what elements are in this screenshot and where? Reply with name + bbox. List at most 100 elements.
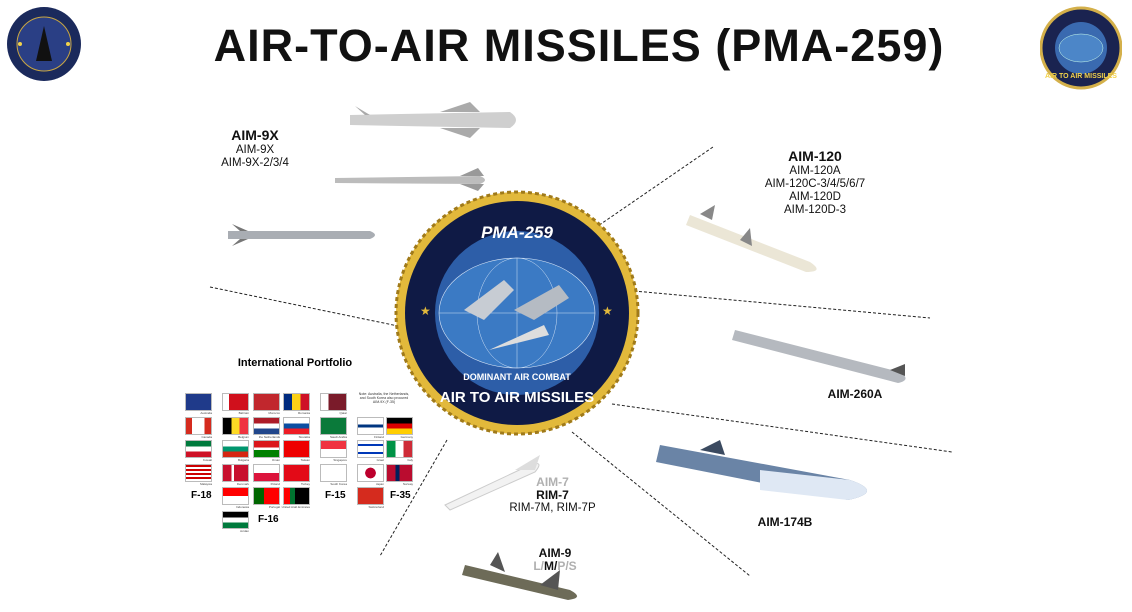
star-icon: ★ (420, 304, 431, 318)
flag-finland (357, 417, 384, 435)
flag-denmark (222, 464, 249, 482)
portfolio-heading: International Portfolio (237, 357, 353, 369)
aim9-label: AIM-9 L/M/P/S (515, 547, 595, 573)
flag-switzerland (357, 487, 384, 505)
flag-label: Italy (407, 458, 413, 462)
flag-morocco (253, 393, 280, 411)
flag-norway (386, 464, 413, 482)
aim9-heading: AIM-9 (538, 546, 572, 560)
flag-south-korea (320, 464, 347, 482)
aim9x-label: AIM-9X AIM-9X AIM-9X-2/3/4 (205, 127, 305, 170)
flag-label: Norway (402, 482, 413, 486)
platform-f35: F-35 (390, 490, 411, 501)
aim260-missile (732, 330, 906, 383)
flag-label: Turkey (300, 482, 310, 486)
aim174-label: AIM-174B (757, 515, 813, 529)
aim120-label: AIM-120 AIM-120A AIM-120C-3/4/5/6/7 AIM-… (755, 148, 875, 217)
flag-turkey (283, 464, 310, 482)
platform-f15: F-15 (325, 490, 346, 501)
flag-label: Australia (200, 411, 212, 415)
flag-label: Morocco (268, 411, 280, 415)
pma259-emblem: PMA-259 DOMINANT AIR COMBAT AIR TO AIR M… (394, 190, 640, 436)
aim9x-heading: AIM-9X (231, 127, 279, 143)
flag-singapore (320, 440, 347, 458)
flag-label: Japan (375, 482, 384, 486)
aim9x-variant: AIM-9X (235, 144, 275, 156)
aim7-grey-heading: AIM-7 (536, 475, 569, 489)
flag-japan (357, 464, 384, 482)
flag-label: South Korea (330, 482, 347, 486)
flag-label: Qatar (339, 411, 347, 415)
aim120-variant: AIM-120C-3/4/5/6/7 (764, 178, 866, 190)
aim9x-variant: AIM-9X-2/3/4 (221, 157, 289, 169)
flag-jordan (222, 511, 249, 529)
flag-label: Bahrain (238, 411, 249, 415)
flag-label: Taiwan (300, 458, 310, 462)
flag-canada (185, 417, 212, 435)
flag-label: Slovakia (298, 435, 310, 439)
flag-label: Saudi Arabia (329, 435, 347, 439)
flag-label: Denmark (236, 482, 249, 486)
platform-f18: F-18 (191, 490, 212, 501)
flag-label: Switzerland (368, 505, 384, 509)
flag-romania (283, 393, 310, 411)
aim9-variant-ps: P/S (557, 559, 577, 573)
aim120-variant: AIM-120D (789, 191, 841, 203)
flag-belgium (222, 417, 249, 435)
flag-label: Israel (376, 458, 384, 462)
flag-indonesia (222, 487, 249, 505)
flag-germany (386, 417, 413, 435)
aim174-missile (656, 440, 868, 500)
flag-label: Canada (201, 435, 212, 439)
star-icon: ★ (602, 304, 613, 318)
rim7-missile (444, 455, 540, 511)
aim9x-missile-1 (350, 102, 516, 138)
page-title: AIR-TO-AIR MISSILES (PMA-259) (213, 20, 945, 71)
flag-label: Portugal (268, 505, 280, 509)
flag-label: Oman (271, 458, 280, 462)
flag-label: Poland (270, 482, 280, 486)
aim9x-missile-3 (228, 224, 375, 246)
flag-label: Indonesia (235, 505, 249, 509)
aim120-missile (686, 205, 817, 272)
rim7-label: AIM-7 RIM-7 RIM-7M, RIM-7P (500, 476, 605, 515)
flag-kuwait (185, 440, 212, 458)
peo-seal-logo (7, 7, 81, 81)
flag-italy (386, 440, 413, 458)
flag-australia (185, 393, 212, 411)
platform-f16: F-16 (258, 514, 279, 525)
flag-label: Jordan (239, 529, 249, 533)
flag-poland (253, 464, 280, 482)
flag-label: the Netherlands (258, 435, 280, 439)
flag-label: Malaysia (200, 482, 212, 486)
flag-united-arab-emirates (283, 487, 310, 505)
flag-label: Romania (297, 411, 310, 415)
flag-label: Belgium (238, 435, 249, 439)
aim120-variant: AIM-120A (789, 165, 841, 177)
flag-label: Singapore (333, 458, 347, 462)
aim120-variant: AIM-120D-3 (784, 204, 846, 216)
flag-label: Bulgaria (237, 458, 249, 462)
flag-taiwan (283, 440, 310, 458)
flag-saudi-arabia (320, 417, 347, 435)
emblem-bottom-text: AIR TO AIR MISSILES (440, 389, 594, 406)
rim7-variant: RIM-7M, RIM-7P (509, 502, 596, 514)
flag-portugal (253, 487, 280, 505)
flag-malaysia (185, 464, 212, 482)
aim260-label: AIM-260A (827, 387, 883, 401)
flag-oman (253, 440, 280, 458)
emblem-top-text: PMA-259 (481, 223, 553, 242)
pma259-logo: AIR TO AIR MISSILES (1040, 6, 1122, 90)
portfolio-note: Note: Australia, the Netherlands, and So… (358, 392, 410, 404)
flag-bulgaria (222, 440, 249, 458)
flag-label: Kuwait (202, 458, 212, 462)
flag-label: United Arab Emirates (281, 505, 310, 509)
flag-israel (357, 440, 384, 458)
flag-slovakia (283, 417, 310, 435)
flag-qatar (320, 393, 347, 411)
aim9-variant-l: L/ (533, 559, 544, 573)
flag-the-netherlands (253, 417, 280, 435)
flag-bahrain (222, 393, 249, 411)
